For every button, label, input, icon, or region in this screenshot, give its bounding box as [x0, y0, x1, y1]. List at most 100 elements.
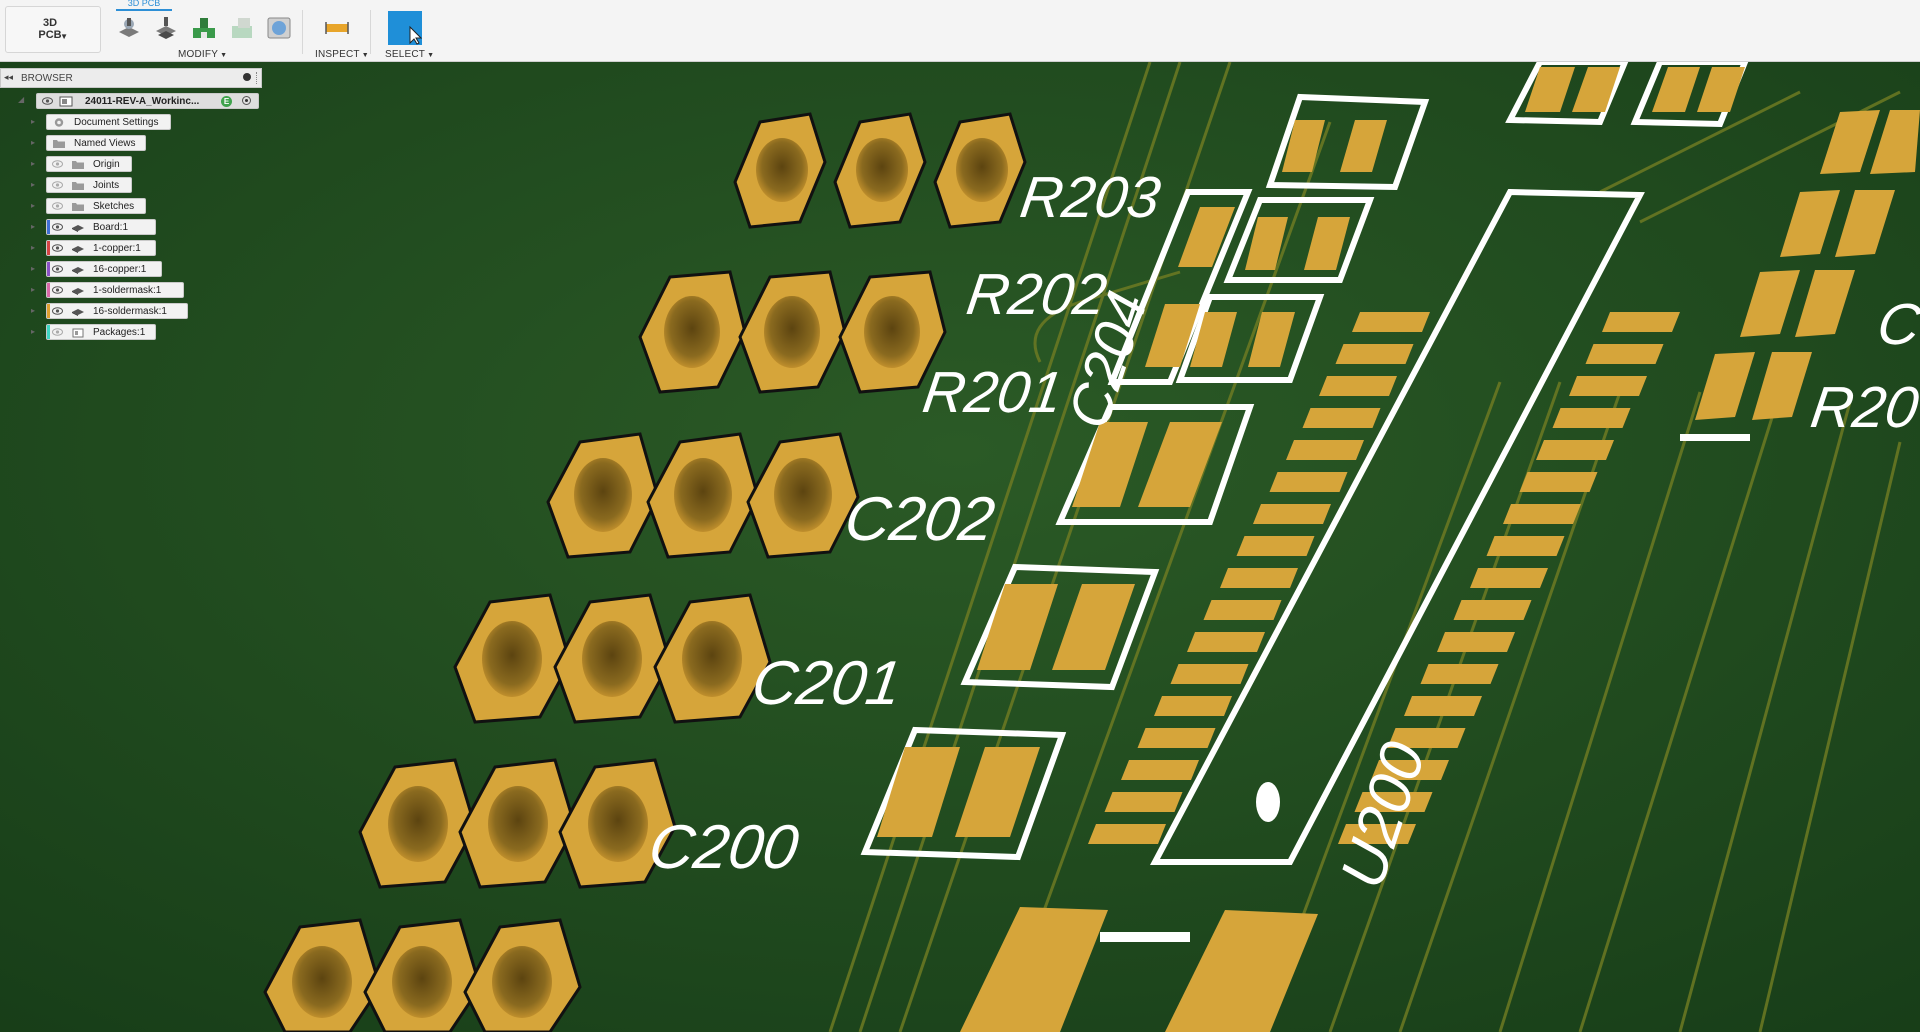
eye-icon[interactable] — [52, 181, 63, 189]
eye-icon[interactable] — [42, 97, 53, 105]
pad-row-6 — [263, 918, 582, 1032]
measure-icon[interactable] — [323, 14, 351, 42]
chevron-down-icon: ▼ — [361, 52, 369, 59]
workspace-label-line1: 3D — [42, 17, 58, 29]
tree-item-label: Joints — [93, 180, 120, 191]
inspect-label: INSPECT — [315, 49, 360, 60]
expand-icon[interactable]: ▸ — [31, 285, 36, 294]
eye-icon[interactable] — [52, 286, 63, 294]
ic-pin — [1486, 536, 1565, 556]
tree-item[interactable]: Sketches — [46, 198, 146, 214]
drag-handle-icon[interactable] — [256, 72, 259, 84]
tree-item-label: Named Views — [74, 138, 136, 149]
chevron-down-icon: ▼ — [427, 52, 435, 59]
label-c200: C200 — [645, 813, 803, 882]
eye-icon[interactable] — [52, 223, 63, 231]
expand-icon[interactable]: ◢ — [18, 95, 25, 104]
expand-icon[interactable]: ▸ — [31, 243, 36, 252]
ic-pin — [1503, 504, 1581, 524]
tree-item[interactable]: Document Settings — [46, 114, 171, 130]
layer-color-swatch — [47, 325, 50, 339]
place-component-icon[interactable] — [228, 14, 256, 42]
tree-item[interactable]: Joints — [46, 177, 132, 193]
ic-pin — [1137, 728, 1216, 748]
pin-icon[interactable] — [243, 73, 251, 81]
expand-icon[interactable]: ▸ — [31, 222, 36, 231]
eye-icon[interactable] — [52, 160, 63, 168]
ic-pin — [1187, 632, 1265, 652]
expand-icon[interactable]: ▸ — [31, 201, 36, 210]
tree-item[interactable]: Named Views — [46, 135, 146, 151]
smd-components — [860, 62, 1920, 1032]
ic-pin — [1269, 472, 1348, 492]
layer-color-swatch — [47, 304, 50, 318]
push-board-icon[interactable] — [115, 14, 143, 42]
ic-pin — [1170, 664, 1249, 684]
toolbar: 3D PCB ▼ 3D PCB MODIFY▼ INSPECT▼ SELE — [0, 0, 1920, 62]
ic-pin — [1319, 376, 1397, 396]
layer-color-swatch — [47, 262, 50, 276]
folder-icon — [72, 161, 84, 169]
tree-item[interactable]: Origin — [46, 156, 132, 172]
pad-row-2 — [638, 270, 947, 394]
workspace-label-line2: PCB — [38, 29, 62, 41]
label-r203: R203 — [1016, 165, 1164, 230]
body-icon — [72, 288, 84, 295]
collapse-panel-icon[interactable]: ◂◂ — [4, 72, 14, 82]
through-hole-pads — [263, 112, 1027, 1032]
select-cursor-icon[interactable] — [388, 11, 422, 45]
activate-radio-icon[interactable] — [242, 96, 251, 105]
tree-root-document[interactable]: 24011-REV-A_Workinc... E — [36, 93, 259, 109]
expand-icon[interactable]: ▸ — [31, 306, 36, 315]
expand-icon[interactable]: ▸ — [31, 327, 36, 336]
ic-pin — [1470, 568, 1548, 588]
tree-item[interactable]: 1-copper:1 — [46, 240, 156, 256]
modify-menu[interactable]: MODIFY▼ — [178, 49, 227, 60]
ic-pin — [1154, 696, 1232, 716]
select-menu[interactable]: SELECT▼ — [385, 49, 434, 60]
ic-pin — [1387, 728, 1466, 748]
ic-pin — [1088, 824, 1166, 844]
ic-pin — [1437, 632, 1515, 652]
tree-item-label: Sketches — [93, 201, 135, 212]
ic-pin — [1602, 312, 1680, 332]
tree-item[interactable]: 1-soldermask:1 — [46, 282, 184, 298]
tree-item[interactable]: 16-copper:1 — [46, 261, 162, 277]
tree-item[interactable]: Packages:1 — [46, 324, 156, 340]
cross-section-icon[interactable] — [190, 14, 218, 42]
ic-pin — [1335, 344, 1414, 364]
tree-item[interactable]: 16-soldermask:1 — [46, 303, 188, 319]
tab-3d-pcb[interactable]: 3D PCB — [116, 0, 172, 11]
inspect-menu[interactable]: INSPECT▼ — [315, 49, 369, 60]
ic-pin — [1253, 504, 1331, 524]
workspace-switcher[interactable]: 3D PCB ▼ — [5, 6, 101, 53]
body-icon — [72, 246, 84, 253]
eye-icon[interactable] — [52, 307, 63, 315]
expand-icon[interactable]: ▸ — [31, 159, 36, 168]
ic-pin — [1536, 440, 1614, 460]
ic-pin — [1338, 824, 1416, 844]
eye-icon[interactable] — [52, 244, 63, 252]
eye-icon[interactable] — [52, 202, 63, 210]
ic-pin — [1121, 760, 1199, 780]
ic-pin — [1420, 664, 1499, 684]
expand-icon[interactable]: ▸ — [31, 264, 36, 273]
tree-item-label: 1-soldermask:1 — [93, 285, 162, 296]
ic-pin — [1352, 312, 1430, 332]
expand-icon[interactable]: ▸ — [31, 117, 36, 126]
ic-pin — [1354, 792, 1433, 812]
pcb-3d-viewport[interactable]: R203 R202 R201 C204 C202 C201 C200 U200 … — [0, 62, 1920, 1032]
expand-icon[interactable]: ▸ — [31, 138, 36, 147]
pull-board-icon[interactable] — [152, 14, 180, 42]
expand-icon[interactable]: ▸ — [31, 180, 36, 189]
modify-label: MODIFY — [178, 49, 219, 60]
view-render-icon[interactable] — [265, 14, 293, 42]
tree-item[interactable]: Board:1 — [46, 219, 156, 235]
pad-row-4 — [453, 593, 772, 724]
label-c-partial: C — [1874, 292, 1920, 357]
label-r201: R201 — [919, 360, 1067, 425]
eye-icon[interactable] — [52, 328, 63, 336]
eye-icon[interactable] — [52, 265, 63, 273]
browser-panel-header: ◂◂ BROWSER — [0, 68, 262, 88]
tree-item-label: 16-soldermask:1 — [93, 306, 167, 317]
